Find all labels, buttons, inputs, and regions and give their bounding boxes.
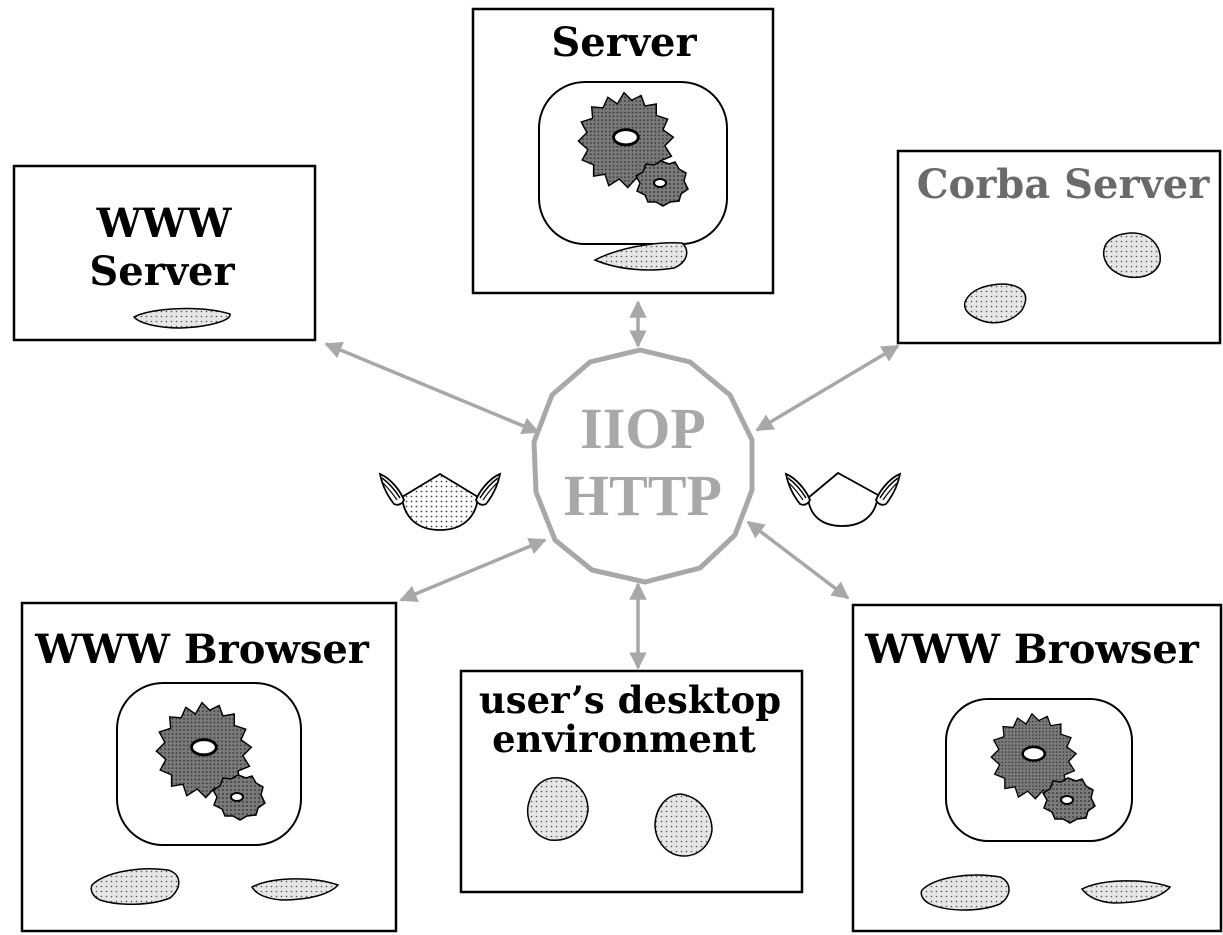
corba-server-box [896,149,1222,345]
node-corba-server: Corba Server [896,149,1222,345]
hub-label-line1: IIOP [580,396,706,461]
code-blob-icon [654,793,713,857]
hub-circle [531,347,755,585]
applet-body [401,472,479,531]
arrow-browser-left [399,537,547,603]
node-browser-left: WWW Browser [20,601,398,933]
corba-server-title: Corba Server [917,161,1211,208]
code-blob-icon [90,868,180,906]
desktop-title-line1: user’s desktop [479,678,781,722]
code-blob-icon [132,307,231,329]
code-blob-icon [250,878,340,901]
node-desktop: user’s desktop environment [459,669,804,894]
arrow-corba-server [755,344,900,432]
desktop-box [459,669,804,894]
wing-icon [379,473,405,506]
browser-right-title: WWW Browser [864,626,1200,673]
www-server-title-line2: Server [89,248,235,295]
node-server: Server [471,7,775,295]
connection-arrows [324,300,900,670]
applet-body [807,471,879,527]
arrow-browser-right [746,520,850,600]
winged-applet-right [785,471,901,527]
server-title: Server [551,19,697,66]
winged-applet-left [379,472,501,531]
node-www-server: WWW Server [12,164,317,342]
desktop-title-line2: environment [492,717,756,761]
node-browser-right: WWW Browser [851,603,1223,933]
code-blob-icon [526,777,589,841]
arrow-www-server [324,341,540,435]
www-server-title-line1: WWW [96,200,233,247]
wing-icon [475,473,501,506]
wing-icon [875,473,901,506]
code-blob-icon [920,874,1010,911]
protocol-hub: IIOP HTTP [531,347,755,585]
code-blob-icon [593,241,688,271]
code-blob-icon [1080,880,1172,904]
wing-icon [785,473,811,506]
hub-label-line2: HTTP [564,463,722,528]
code-blob-icon [1103,232,1161,279]
code-blob-icon [963,283,1027,324]
browser-left-title: WWW Browser [34,626,370,673]
